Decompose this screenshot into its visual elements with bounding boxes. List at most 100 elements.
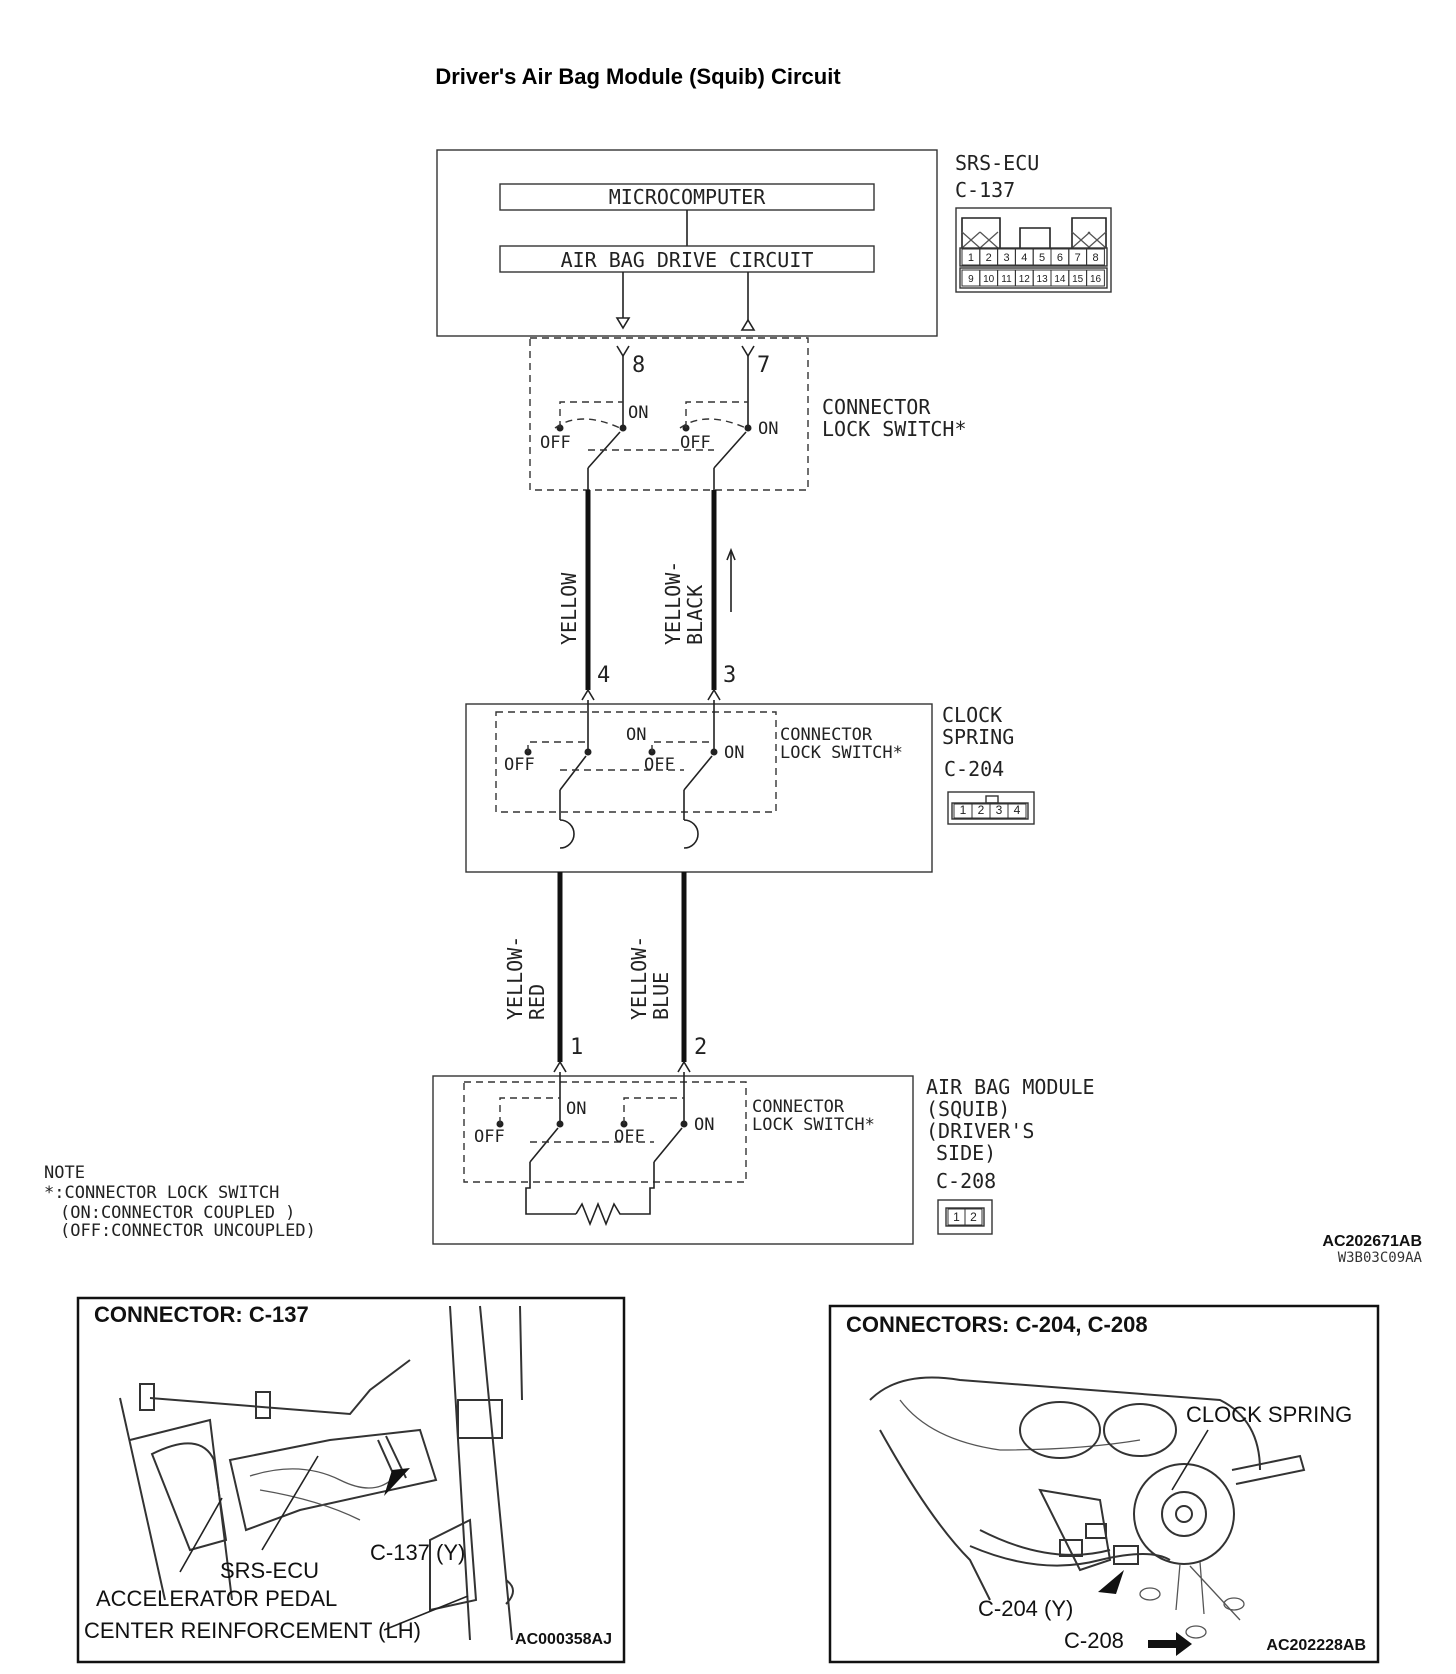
pin-cell [1007,803,1027,819]
panel-left-title: CONNECTOR: C-137 [94,1302,309,1327]
pin-number: 4 [1014,803,1021,817]
srs-ecu-box: MICROCOMPUTER AIR BAG DRIVE CIRCUIT [436,149,938,337]
switch1-left-on-label: ON [628,403,648,423]
clock-spring-name-line2: SPRING [942,725,1014,749]
switch2-name-line2: LOCK SWITCH* [780,743,903,763]
switch3-left-on-label: ON [566,1099,586,1119]
clock-spring-name-line1: CLOCK [942,703,1002,727]
panel-left-srs-ecu-label: SRS-ECU [220,1558,319,1583]
note-line1: NOTE [44,1163,85,1183]
note-block: NOTE *:CONNECTOR LOCK SWITCH (ON:CONNECT… [44,1163,316,1241]
pin-number: 13 [1037,274,1049,285]
wire-yellow-blue-label-line2: BLUE [649,972,673,1020]
module-pin-2: 2 [694,1035,707,1060]
switch3-left-off-label: OFF [474,1127,505,1147]
wire-yellow-black-label-line1: YELLOW- [661,561,685,645]
note-line3: (ON:CONNECTOR COUPLED ) [60,1203,295,1223]
switch3-name-line2: LOCK SWITCH* [752,1115,875,1135]
c137-pointer-arrow-icon [384,1468,410,1496]
switch2-left-off-label: OFF [504,755,535,775]
clock-spring-pin-4: 4 [597,663,610,688]
switch2-name-line1: CONNECTOR [780,725,873,745]
c208-pointer-arrow-icon [1148,1632,1192,1656]
panel-left-accelerator-label: ACCELERATOR PEDAL [96,1586,337,1611]
wire-yellow-label: YELLOW [557,572,581,645]
module-name-line1: AIR BAG MODULE [926,1075,1095,1099]
pin-number: 2 [970,1210,977,1224]
module-pin-1: 1 [570,1035,583,1060]
pin-cell [1086,269,1105,287]
pin-number: 8 [1092,252,1098,264]
switch2-right-on-label: ON [724,743,744,763]
panel-left-code: AC000358AJ [515,1631,612,1648]
panel-right-c208-label: C-208 [1064,1628,1124,1653]
switch2-left-on-label: ON [626,725,646,745]
switch1-name-line1: CONNECTOR [822,395,931,419]
clock-spring-box: ON OFF OFF ON CONNECTOR LOCK SWITCH* [465,700,933,873]
pin-number: 7 [1075,252,1081,264]
connector-lock-switch-1: ON OFF OFF ON [529,337,809,491]
output-arrow-icon [615,317,631,330]
input-arrow-icon [740,318,756,331]
page-title: Driver's Air Bag Module (Squib) Circuit [435,64,841,89]
switch1-right-on-label: ON [758,419,778,439]
wire-yellow-black-label-line2: BLACK [683,585,707,645]
switch2-right-off-label: OFF [644,755,675,775]
switch1-right-off-label: OFF [680,433,711,453]
panel-left-center-reinforcement-label: CENTER REINFORCEMENT (LH) [84,1618,421,1643]
wire-yellow-red-label-line1: YELLOW- [503,936,527,1020]
air-bag-module-box: ON OFF OFF ON CONNECTOR LOCK SWITCH* [432,1072,914,1245]
ecu-pin-8: 8 [632,353,645,378]
module-name-line4: SIDE) [936,1141,996,1165]
pin-number: 1 [968,252,974,264]
module-name-line2: (SQUIB) [926,1097,1010,1121]
srs-ecu-connector-label: C-137 [955,178,1015,202]
panel-left-c137-label: C-137 (Y) [370,1540,465,1565]
squib-resistor-icon [575,1162,655,1227]
c204-pointer-arrow-icon [1098,1570,1124,1594]
pin-number: 11 [1001,274,1012,285]
pin-number: 6 [1057,252,1063,264]
pin-number: 10 [983,274,995,285]
pin-number: 14 [1054,274,1066,285]
connectors-c204-c208-panel: CONNECTORS: C-204, C-208 CLOCK SPRING C-… [828,1304,1380,1664]
pin-number: 15 [1072,274,1084,285]
air-bag-drive-circuit-block [499,245,875,273]
connector-c137-panel: CONNECTOR: C-137 C-137 (Y) SRS-ECU ACCEL… [76,1296,626,1664]
pin-cell [1086,248,1105,266]
pin-number: 1 [953,1210,960,1224]
pin-number: 4 [1021,252,1027,264]
note-line2: *:CONNECTOR LOCK SWITCH [44,1183,279,1203]
clock-spring-coil-right-icon [683,819,699,849]
figure-code-sub: W3B03C09AA [1338,1250,1423,1266]
figure-code-main: AC202671AB [1322,1233,1422,1250]
pin-number: 2 [986,252,992,264]
srs-ecu-label: SRS-ECU [955,151,1039,175]
pin-number: 2 [978,803,985,817]
panel-right-clock-spring-label: CLOCK SPRING [1186,1402,1352,1427]
pin-number: 12 [1019,274,1031,285]
wire-yellow-red-label-line2: RED [525,984,549,1020]
pin-number: 9 [968,274,974,285]
air-bag-drive-circuit-label: AIR BAG DRIVE CIRCUIT [561,248,814,272]
switch3-right-on-label: ON [694,1115,714,1135]
pin-number: 1 [960,803,967,817]
clock-spring-pin-3: 3 [723,663,736,688]
pin-number: 5 [1039,252,1045,264]
pin-number: 3 [1003,252,1009,264]
panel-right-code: AC202228AB [1266,1637,1366,1654]
module-name-line3: (DRIVER'S [926,1119,1034,1143]
switch3-right-off-label: OFF [614,1127,645,1147]
pin-number: 3 [996,803,1003,817]
ecu-pin-7: 7 [757,353,770,378]
clock-spring-connector-label: C-204 [944,757,1004,781]
panel-right-c204-label: C-204 (Y) [978,1596,1073,1621]
